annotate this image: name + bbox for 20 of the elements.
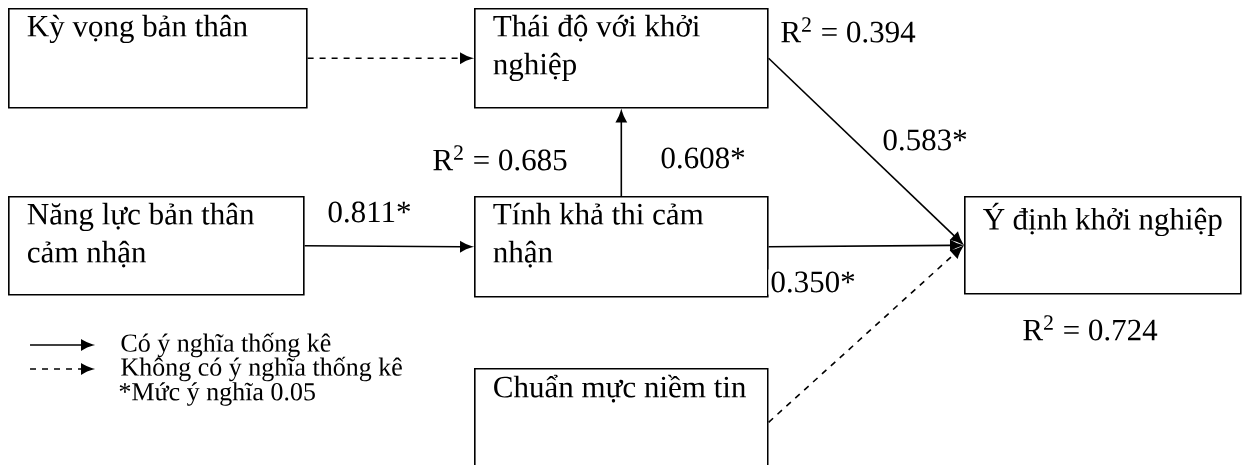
arrow bbox=[306, 53, 472, 64]
arrow bbox=[303, 241, 472, 252]
edge-label: 0.350* bbox=[768, 269, 858, 295]
arrow bbox=[767, 246, 963, 424]
annotation-text: R$^{2}$ = 0.394 bbox=[781, 17, 916, 43]
concept-box: Thái độ với khởi nghiệp bbox=[474, 8, 769, 109]
edge-label: 0.608* bbox=[658, 145, 748, 171]
edge-label: 0.583* bbox=[880, 127, 970, 153]
annotation-text: R$^{2}$ = 0.685 bbox=[433, 145, 567, 171]
annotation-text: *Mức ý nghĩa 0.05 bbox=[119, 382, 315, 406]
concept-box: Chuẩn mực niềm tin bbox=[474, 368, 769, 465]
arrow bbox=[616, 110, 627, 197]
concept-box: Năng lực bản thân cảm nhận bbox=[8, 196, 305, 296]
concept-box: Tính khả thi cảm nhận bbox=[474, 196, 769, 298]
arrow bbox=[767, 240, 962, 251]
legend-text: Có ý nghĩa thống kê bbox=[121, 332, 331, 358]
edge-label: 0.811* bbox=[325, 199, 414, 225]
arrow bbox=[767, 57, 963, 245]
concept-box: Kỳ vọng bản thân bbox=[8, 8, 308, 109]
concept-box: Ý định khởi nghiệp bbox=[964, 196, 1242, 295]
